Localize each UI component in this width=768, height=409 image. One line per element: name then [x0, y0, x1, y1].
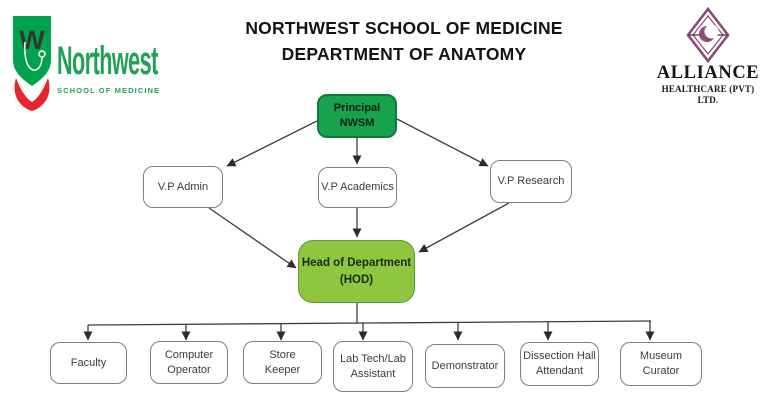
- title-line-1: NORTHWEST SCHOOL OF MEDICINE: [245, 18, 563, 38]
- northwest-shield-icon: W: [13, 16, 51, 111]
- shield-shape: [13, 16, 51, 86]
- node-label-line: Attendant: [535, 365, 584, 377]
- alliance-tagline: HEALTHCARE (PVT) LTD.: [661, 84, 755, 105]
- document-title: NORTHWEST SCHOOL OF MEDICINE DEPARTMENT …: [204, 15, 604, 67]
- shield-red-swoosh: [14, 78, 50, 111]
- node-label-line: Demonstrator: [431, 359, 499, 372]
- org-node-demonstrator: Demonstrator: [425, 344, 505, 388]
- diamond-outer: [686, 7, 730, 63]
- node-label-line: Principal: [333, 102, 381, 114]
- stethoscope-icon: [24, 41, 46, 71]
- alliance-wordmark: ALLIANCE: [656, 63, 760, 83]
- title-line-2: DEPARTMENT OF ANATOMY: [281, 44, 527, 64]
- node-label-line: Faculty: [70, 356, 107, 369]
- node-label-line: V.P Research: [497, 175, 565, 187]
- node-label-line: Curator: [642, 365, 680, 377]
- org-node-museum-curator: Museum Curator: [620, 342, 702, 386]
- org-node-lab-tech: Lab Tech/Lab Assistant: [333, 341, 413, 392]
- node-label-line: Operator: [167, 363, 211, 376]
- org-node-vp-research: V.P Research: [490, 160, 572, 203]
- node-label-line: Dissection Hall: [523, 350, 596, 362]
- node-label-line: Head of Department: [301, 256, 412, 269]
- org-node-hod: Head of Department (HOD): [298, 240, 415, 303]
- org-node-vp-admin: V.P Admin: [143, 166, 223, 208]
- org-node-computer-operator: Computer Operator: [150, 341, 228, 384]
- node-label-line: V.P Academics: [321, 181, 394, 193]
- node-label-line: Computer: [164, 348, 214, 361]
- org-node-vp-academics: V.P Academics: [318, 167, 397, 208]
- diamond-inner: [692, 15, 724, 55]
- node-label-line: Assistant: [350, 367, 396, 380]
- alliance-logo: ALLIANCE HEALTHCARE (PVT) LTD.: [652, 7, 764, 106]
- northwest-wordmark: Northwest: [57, 39, 158, 83]
- node-label-line: V.P Admin: [157, 180, 209, 193]
- node-label-line: Store: [269, 348, 296, 361]
- org-node-dissection-hall: Dissection Hall Attendant: [520, 342, 599, 386]
- crescent-icon: [699, 24, 719, 42]
- node-label-line: Museum: [639, 350, 683, 362]
- node-label-line: (HOD): [339, 273, 374, 286]
- northwest-logo: W Northwest SCHOOL OF MEDICINE: [11, 14, 201, 118]
- node-label-line: Keeper: [264, 363, 301, 376]
- org-node-faculty: Faculty: [50, 342, 127, 384]
- org-node-principal: Principal NWSM: [317, 94, 397, 138]
- northwest-tagline: SCHOOL OF MEDICINE: [57, 86, 161, 95]
- alliance-diamond-icon: [686, 7, 730, 63]
- node-label-line: NWSM: [339, 117, 375, 129]
- shield-monogram: W: [19, 25, 45, 55]
- org-node-store-keeper: Store Keeper: [243, 341, 322, 384]
- node-label-line: Lab Tech/Lab: [340, 352, 406, 365]
